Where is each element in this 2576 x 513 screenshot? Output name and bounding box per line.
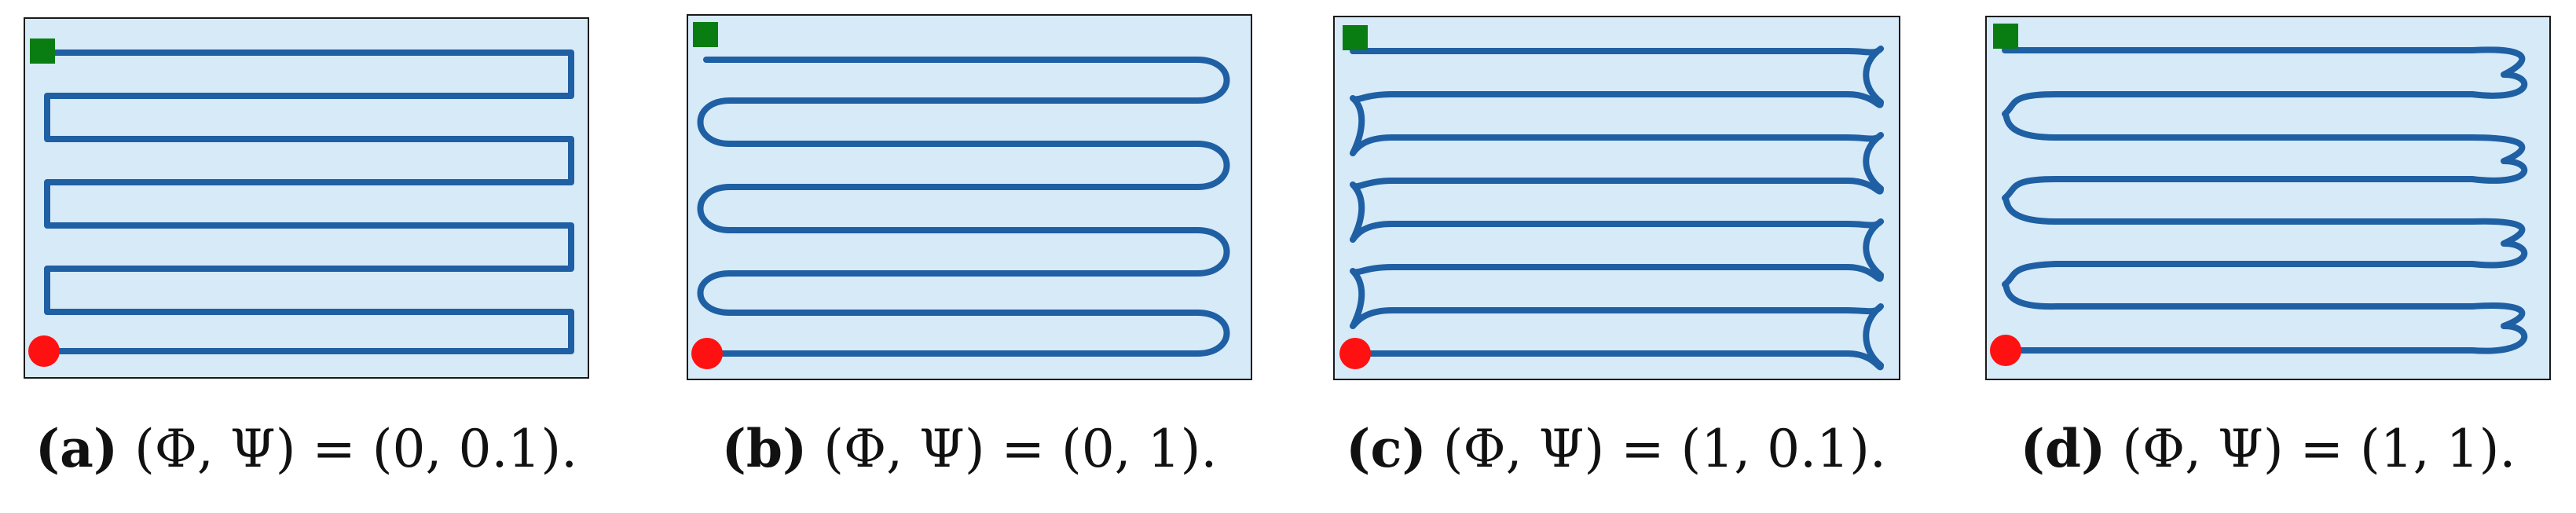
panel-a-start-marker [30,38,55,64]
panel-b-background [687,14,1252,380]
panel-a-tag: (a) [35,418,119,479]
panel-a-caption: (a) (Φ, Ψ) = (0, 0.1). [24,418,589,479]
panel-a-canvas [24,17,589,379]
panel-b-tag: (b) [721,418,808,479]
panel-b-expression: (Φ, Ψ) = (0, 1). [823,419,1218,479]
panel-c-background [1333,16,1900,380]
panel-c-end-marker [1339,338,1371,369]
panel-c-start-marker [1343,25,1368,50]
panel-b-end-marker [691,338,723,369]
panel-c-tag: (c) [1346,418,1427,479]
panel-a-background [24,17,589,379]
panel-c [1333,16,1900,380]
panel-b-canvas [687,14,1252,380]
panel-c-expression: (Φ, Ψ) = (1, 0.1). [1442,419,1886,479]
panel-b-start-marker [693,22,718,47]
panel-d-start-marker [1993,24,2018,49]
panel-a-expression: (Φ, Ψ) = (0, 0.1). [134,419,578,479]
panel-c-coverage-path [1350,46,1884,371]
panel-a-coverage-path [40,49,574,354]
panel-d-coverage-path [2002,46,2528,354]
panel-d-canvas [1985,16,2551,380]
panel-d-caption: (d) (Φ, Ψ) = (1, 1). [1985,418,2551,479]
panel-a-end-marker [28,335,60,367]
panel-d-end-marker [1990,335,2021,366]
panel-a [24,17,589,379]
panel-d-expression: (Φ, Ψ) = (1, 1). [2122,419,2516,479]
panel-c-canvas [1333,16,1900,380]
panel-d [1985,16,2551,380]
panel-d-tag: (d) [2020,418,2106,479]
panel-b-coverage-path [697,57,1230,357]
panel-b [687,14,1252,380]
panel-b-caption: (b) (Φ, Ψ) = (0, 1). [687,418,1252,479]
panel-d-background [1985,16,2551,380]
panel-c-caption: (c) (Φ, Ψ) = (1, 0.1). [1333,418,1899,479]
